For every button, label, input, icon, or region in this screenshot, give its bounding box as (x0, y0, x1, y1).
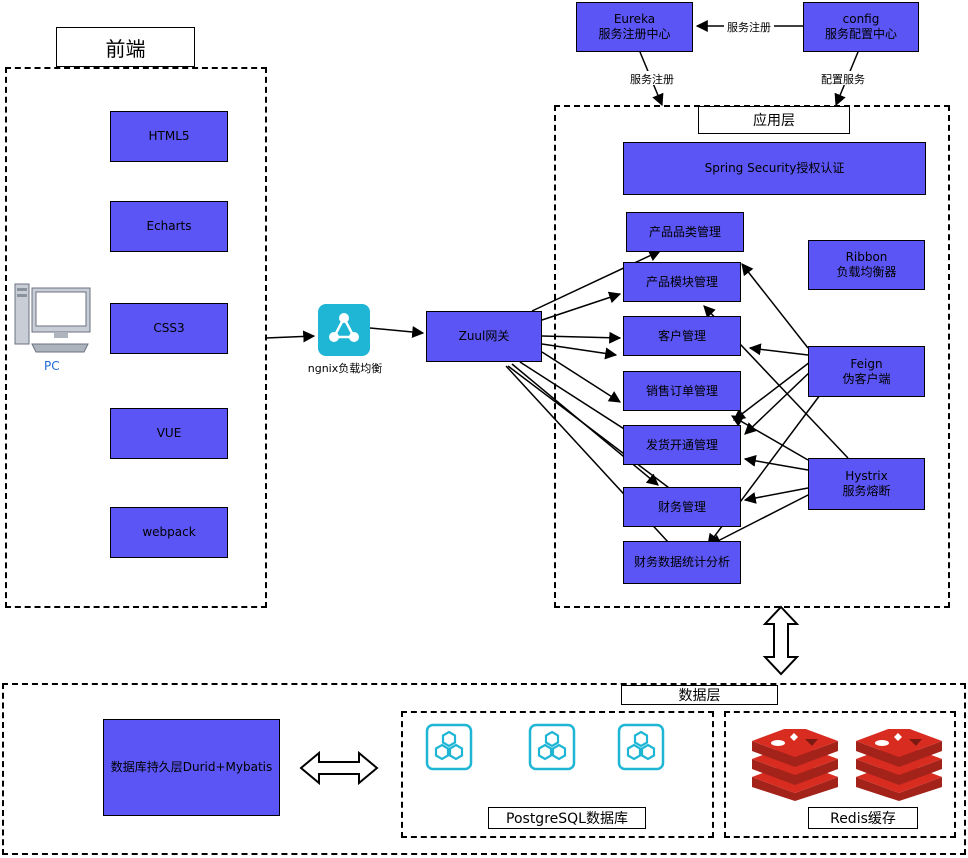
arrows-feign-modules (707, 263, 821, 546)
edge-label-config-eureka: 服务注册 (724, 19, 774, 34)
nginx-icon[interactable] (318, 304, 370, 356)
redis-container (724, 711, 956, 838)
persistence-layer-box[interactable]: 数据库持久层Durid+Mybatis (103, 719, 280, 816)
database-icon (425, 723, 473, 771)
frontend-container (5, 67, 267, 608)
module-product-category[interactable]: 产品品类管理 (626, 212, 744, 252)
redis-label: Redis缓存 (808, 807, 918, 829)
hystrix-line2: 服务熔断 (842, 484, 891, 498)
frontend-item-html5[interactable]: HTML5 (110, 111, 228, 162)
pc-icon (14, 282, 94, 354)
ribbon-box[interactable]: Ribbon 负载均衡器 (808, 240, 925, 290)
config-line2: 服务配置中心 (824, 27, 897, 41)
feign-box[interactable]: Feign 伪客户端 (808, 346, 925, 397)
module-product-module[interactable]: 产品模块管理 (623, 262, 741, 302)
edge-label-config-app: 配置服务 (818, 71, 868, 86)
ribbon-line1: Ribbon (845, 250, 888, 264)
zuul-gateway[interactable]: Zuul网关 (426, 311, 542, 362)
frontend-item-webpack[interactable]: webpack (110, 507, 228, 558)
eureka-line2: 服务注册中心 (598, 27, 671, 41)
eureka-line1: Eureka (613, 12, 656, 26)
hystrix-box[interactable]: Hystrix 服务熔断 (808, 458, 925, 510)
redis-icon (750, 725, 840, 801)
module-customer[interactable]: 客户管理 (623, 316, 741, 356)
database-icon (528, 723, 576, 771)
database-icon (617, 723, 665, 771)
postgres-label: PostgreSQL数据库 (488, 807, 646, 829)
app-layer-title: 应用层 (698, 106, 850, 134)
module-sales-order[interactable]: 销售订单管理 (623, 371, 741, 411)
double-arrow-app-data (762, 605, 800, 676)
ribbon-line2: 负载均衡器 (836, 265, 897, 279)
postgres-container (401, 711, 714, 838)
feign-line2: 伪客户端 (842, 371, 891, 386)
hystrix-line1: Hystrix (845, 469, 888, 483)
pc-label: PC (44, 359, 60, 373)
frontend-item-css3[interactable]: CSS3 (110, 303, 228, 354)
edge-label-eureka-app: 服务注册 (627, 71, 677, 86)
redis-icon (854, 725, 944, 801)
frontend-title: 前端 (56, 27, 195, 67)
module-finance[interactable]: 财务管理 (623, 487, 741, 527)
feign-line1: Feign (850, 356, 883, 371)
module-delivery[interactable]: 发货开通管理 (623, 425, 741, 465)
eureka-registry[interactable]: Eureka 服务注册中心 (576, 2, 693, 52)
config-line1: config (842, 12, 880, 26)
frontend-item-echarts[interactable]: Echarts (110, 201, 228, 252)
arrow-frontend-nginx (265, 330, 316, 343)
arrow-nginx-zuul (369, 326, 425, 338)
double-arrow-persistence-db (299, 750, 379, 786)
spring-security-box[interactable]: Spring Security授权认证 (623, 142, 926, 195)
data-layer-container (2, 683, 966, 855)
module-finance-stats[interactable]: 财务数据统计分析 (623, 541, 741, 584)
data-layer-title: 数据层 (621, 685, 778, 705)
frontend-item-vue[interactable]: VUE (110, 408, 228, 459)
config-center[interactable]: config 服务配置中心 (803, 2, 919, 52)
nginx-label: ngnix负载均衡 (307, 362, 383, 375)
